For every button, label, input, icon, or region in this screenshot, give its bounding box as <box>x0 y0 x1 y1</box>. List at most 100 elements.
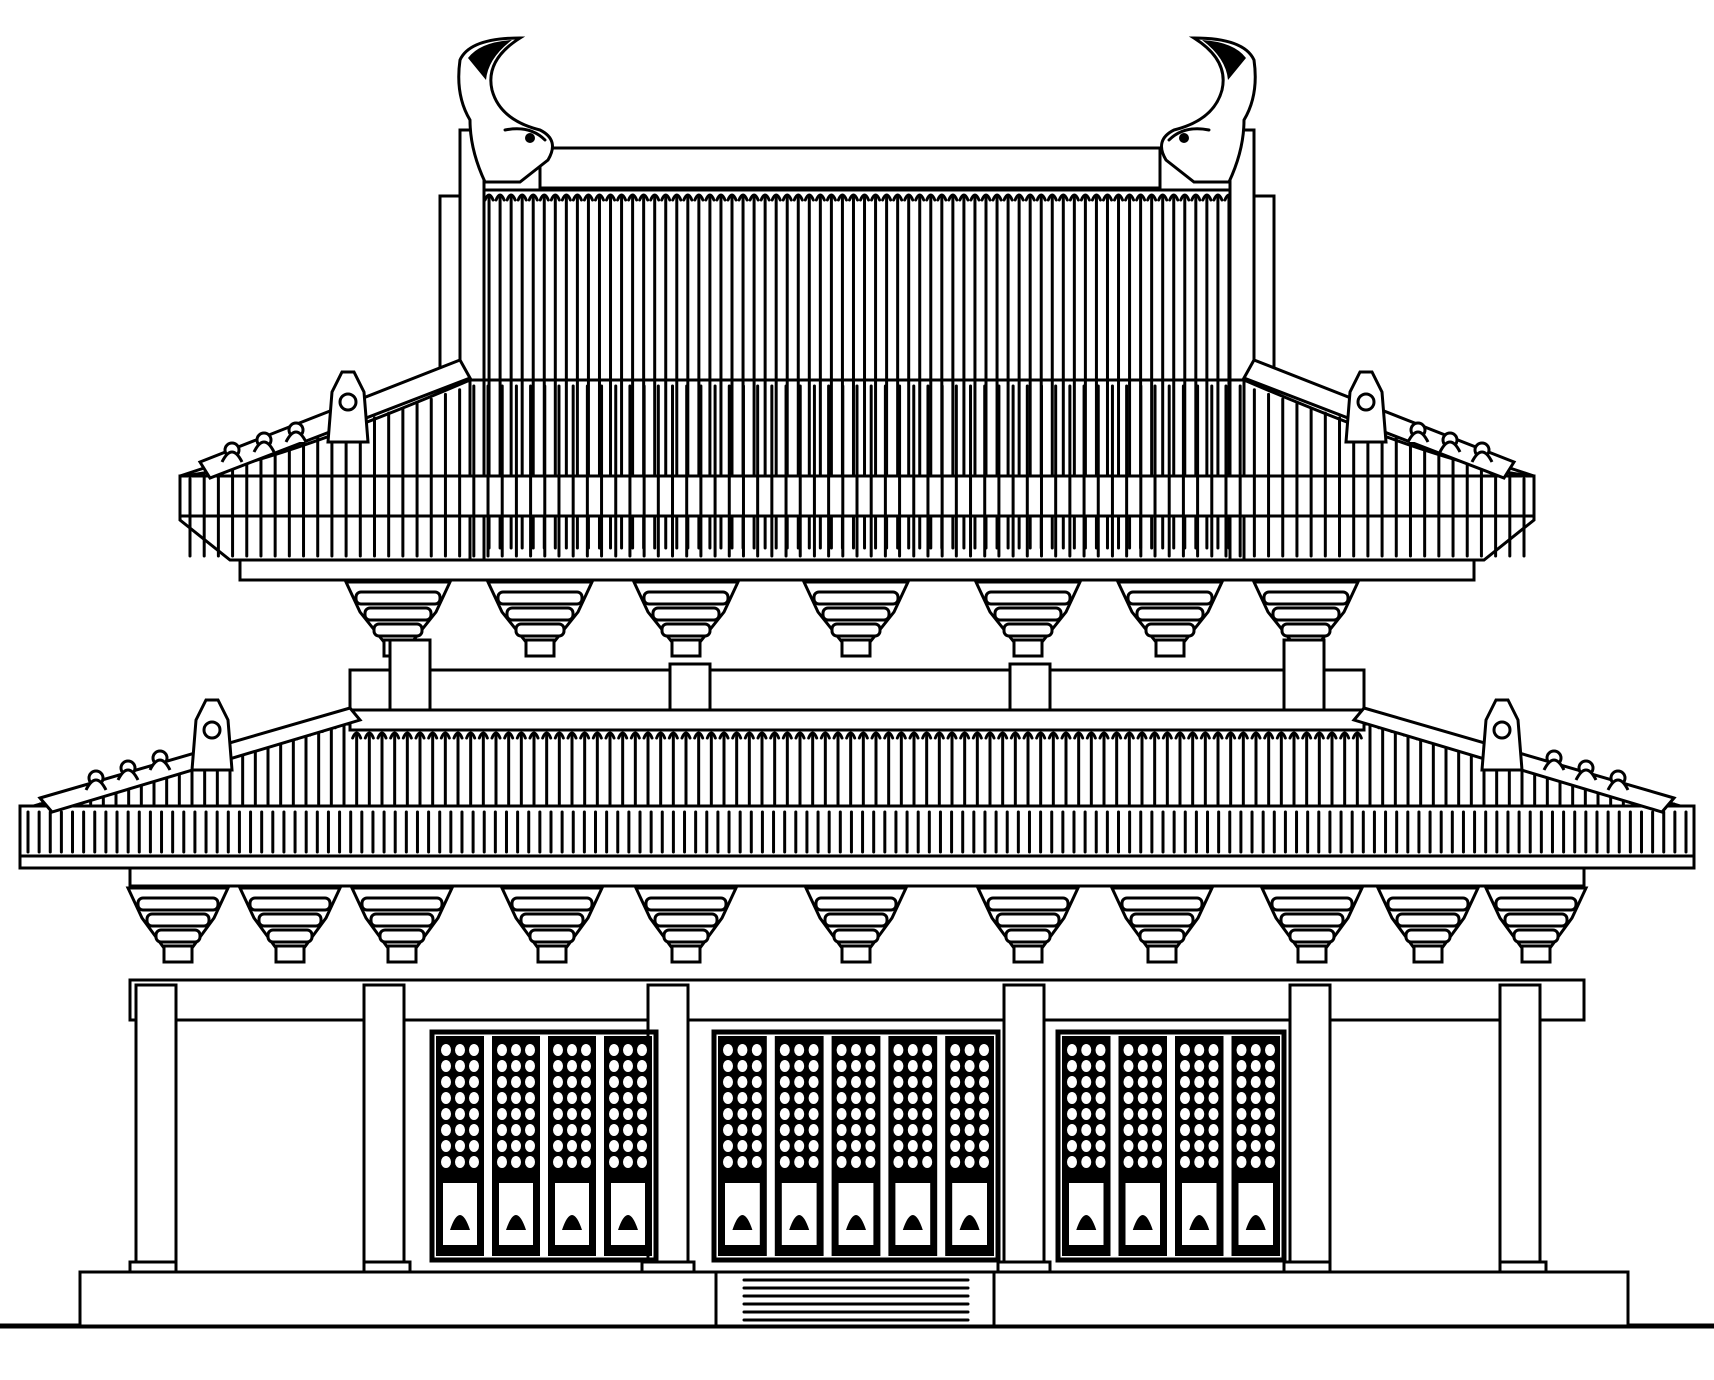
lattice-cell <box>1194 1076 1205 1088</box>
lattice-cell <box>1081 1076 1092 1088</box>
lattice-cell <box>1208 1076 1219 1088</box>
lattice-cell <box>964 1124 975 1136</box>
bracket-set <box>237 886 343 964</box>
lower-tile-cap <box>857 731 869 740</box>
door-kickplate <box>950 1181 990 1247</box>
lattice-cell <box>779 1140 790 1152</box>
lattice-cell <box>637 1156 647 1168</box>
lattice-cell <box>1081 1044 1092 1056</box>
lattice-cell <box>497 1124 507 1136</box>
bracket-seat <box>840 638 872 658</box>
bracket-arm <box>1404 928 1452 944</box>
lower-brackets <box>125 886 1589 964</box>
bracket-arm <box>1494 896 1578 912</box>
bracket-arm <box>378 928 426 944</box>
lattice-cell <box>1265 1044 1275 1056</box>
lattice-cell <box>950 1140 961 1152</box>
lower-tile-cap <box>1123 731 1135 740</box>
tile-cap <box>881 193 893 202</box>
lattice-cell <box>1067 1140 1077 1152</box>
lattice-cell <box>737 1124 748 1136</box>
lattice-cell <box>469 1044 479 1056</box>
tile-cap <box>914 193 926 202</box>
lower-tile-cap <box>667 731 679 740</box>
lower-tile-cap <box>1301 731 1313 740</box>
lattice-cell <box>723 1156 733 1168</box>
lattice-cell <box>979 1108 989 1120</box>
lattice-cell <box>1123 1156 1134 1168</box>
lattice-cell <box>737 1140 748 1152</box>
lattice-cell <box>1180 1140 1190 1152</box>
tile-cap <box>505 193 517 202</box>
lattice-cell <box>623 1124 633 1136</box>
door-kickplate <box>441 1181 479 1247</box>
lattice-cell <box>865 1060 876 1072</box>
lattice-cell <box>1081 1092 1092 1104</box>
lattice-cell <box>979 1060 989 1072</box>
figurine-body <box>1574 768 1598 781</box>
column-base <box>356 1260 412 1274</box>
door-kickplate <box>609 1181 647 1247</box>
door-ornament <box>959 1215 980 1230</box>
lattice-cell <box>922 1076 933 1088</box>
lattice-cell <box>893 1156 904 1168</box>
lower-tile-cap <box>477 731 489 740</box>
lattice-cell <box>794 1156 805 1168</box>
tile-cap <box>704 193 716 202</box>
lattice-cell <box>1095 1076 1106 1088</box>
lattice-cell <box>779 1060 790 1072</box>
lattice-cell <box>455 1044 465 1056</box>
lattice-cell <box>1180 1060 1190 1072</box>
lattice-cell <box>1123 1060 1134 1072</box>
lattice-cell <box>1265 1076 1275 1088</box>
lattice-cell <box>1067 1076 1077 1088</box>
bracket-arm <box>1129 912 1195 928</box>
door-kickplate <box>1067 1181 1106 1247</box>
bracket-arm <box>136 896 220 912</box>
lattice-cell <box>808 1044 819 1056</box>
tile-cap <box>538 193 550 202</box>
lattice-cell <box>1123 1124 1134 1136</box>
lattice-cell <box>1095 1092 1106 1104</box>
tile-cap <box>582 193 594 202</box>
lattice-cell <box>1180 1156 1190 1168</box>
tile-cap <box>991 193 1003 202</box>
lattice-cell <box>567 1108 577 1120</box>
door-kickplate <box>779 1181 819 1247</box>
figurine-body <box>84 778 108 791</box>
lower-tile-cap <box>541 731 553 740</box>
tile-cap <box>1157 193 1169 202</box>
bracket-set <box>1483 886 1589 964</box>
lattice-cell <box>737 1156 748 1168</box>
lattice-cell <box>836 1092 847 1104</box>
lattice-cell <box>581 1092 591 1104</box>
lattice-cell <box>1095 1140 1106 1152</box>
lattice-cell <box>851 1092 861 1104</box>
bracket-arm <box>257 912 323 928</box>
bracket-arm <box>514 622 566 638</box>
door-ornament <box>506 1215 526 1230</box>
lattice-cell <box>511 1108 521 1120</box>
lower-tile-cap <box>414 731 426 740</box>
bracket-arm <box>496 590 584 606</box>
lattice-cell <box>581 1044 591 1056</box>
lattice-cell <box>836 1156 847 1168</box>
tile-cap <box>825 193 837 202</box>
lattice-cell <box>794 1076 805 1088</box>
lower-tile-cap <box>1111 731 1123 740</box>
tile-cap <box>1168 193 1180 202</box>
lattice-cell <box>553 1156 563 1168</box>
lattice-cell <box>1081 1060 1092 1072</box>
lattice-cell <box>1180 1108 1190 1120</box>
lattice-cell <box>1067 1092 1077 1104</box>
lattice-cell <box>441 1076 451 1088</box>
figurine-body <box>1542 758 1566 771</box>
lower-tile-cap <box>655 731 667 740</box>
lattice-cell <box>1095 1156 1106 1168</box>
lattice-cell <box>1152 1044 1162 1056</box>
lower-tile-cap <box>351 731 363 740</box>
lower-tile-cap <box>642 731 654 740</box>
lattice-cell <box>737 1076 748 1088</box>
bracket-arm <box>1279 912 1345 928</box>
lattice-cell <box>1194 1092 1205 1104</box>
